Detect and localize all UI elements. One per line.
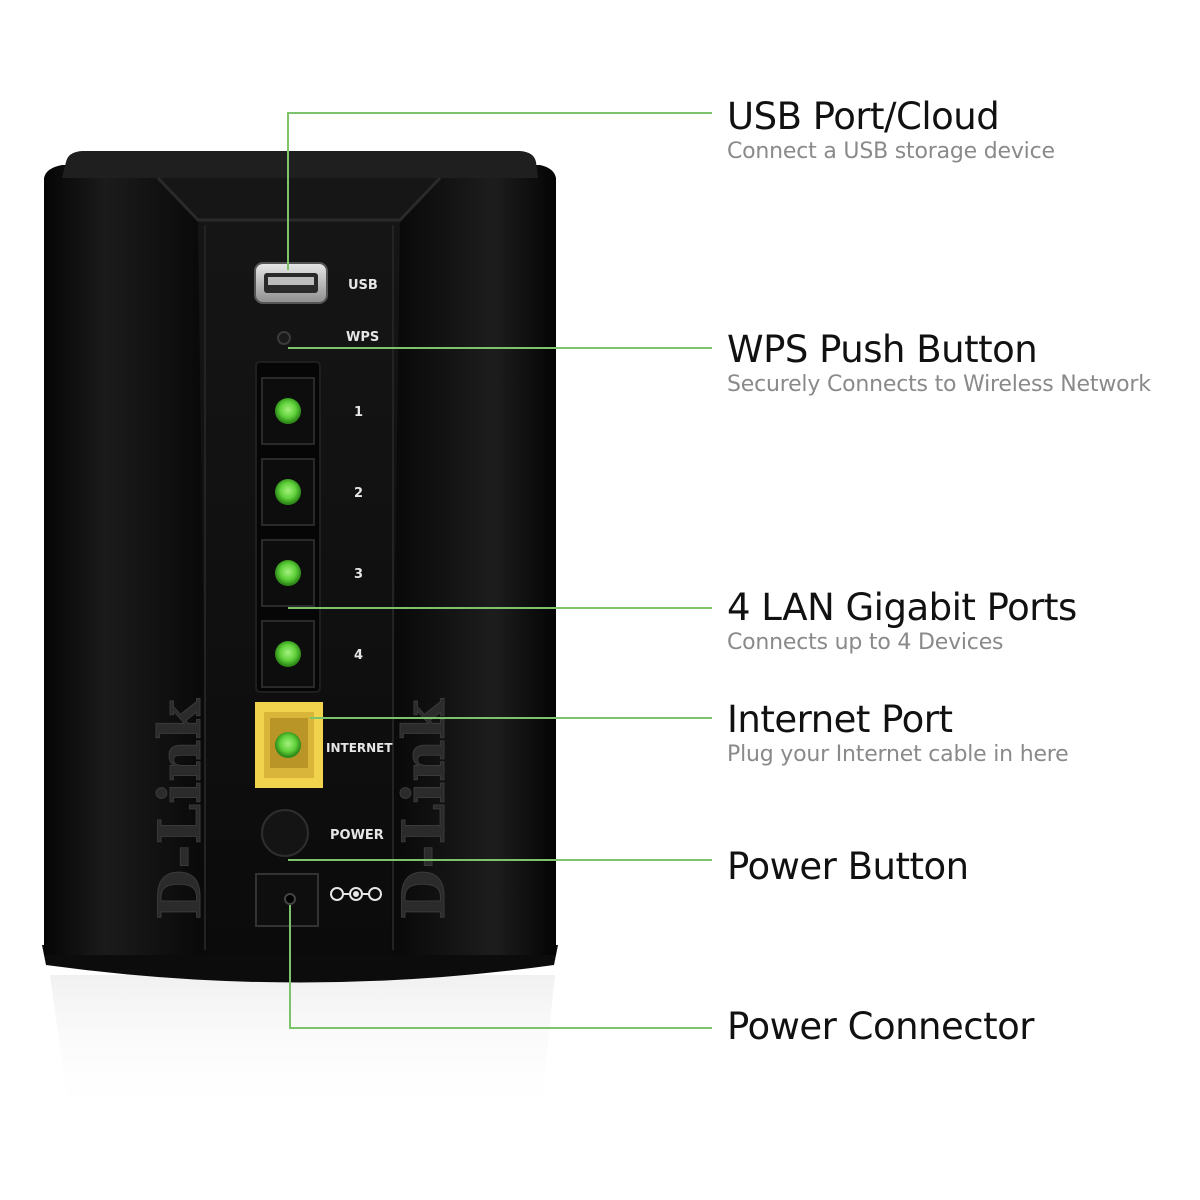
internet-led — [275, 732, 301, 758]
callout-lan-title: 4 LAN Gigabit Ports — [727, 587, 1077, 629]
lan-label-4: 4 — [354, 648, 363, 663]
lan-label-3: 3 — [354, 567, 363, 582]
power-button[interactable] — [262, 810, 308, 856]
lan-port-4[interactable] — [262, 621, 314, 687]
callout-usb-title: USB Port/Cloud — [727, 96, 1055, 138]
callout-usb-subtitle: Connect a USB storage device — [727, 138, 1055, 166]
usb-label: USB — [348, 278, 378, 293]
usb-port[interactable] — [255, 263, 327, 303]
brand-logo-right: D-Link — [390, 698, 458, 920]
lan-led-3 — [275, 560, 301, 586]
callout-internet-title: Internet Port — [727, 699, 1069, 741]
callout-power-button-title: Power Button — [727, 846, 969, 888]
callout-internet: Internet Port Plug your Internet cable i… — [727, 699, 1069, 769]
callout-wps-title: WPS Push Button — [727, 329, 1151, 371]
router-reflection — [50, 975, 555, 1120]
power-connector[interactable] — [256, 874, 318, 926]
callout-wps: WPS Push Button Securely Connects to Wir… — [727, 329, 1151, 399]
internet-label: INTERNET — [326, 741, 393, 755]
lan-led-1 — [275, 398, 301, 424]
lan-label-1: 1 — [354, 405, 363, 420]
wps-button[interactable] — [278, 332, 290, 344]
lan-port-2[interactable] — [262, 459, 314, 525]
callout-usb: USB Port/Cloud Connect a USB storage dev… — [727, 96, 1055, 166]
callout-lan: 4 LAN Gigabit Ports Connects up to 4 Dev… — [727, 587, 1077, 657]
callout-wps-subtitle: Securely Connects to Wireless Network — [727, 371, 1151, 399]
callout-internet-subtitle: Plug your Internet cable in here — [727, 741, 1069, 769]
callout-lan-subtitle: Connects up to 4 Devices — [727, 629, 1077, 657]
svg-text:D-Link: D-Link — [390, 698, 458, 920]
power-label: POWER — [330, 828, 384, 843]
lan-led-2 — [275, 479, 301, 505]
lan-port-1[interactable] — [262, 378, 314, 444]
lan-port-3[interactable] — [262, 540, 314, 606]
callout-power-button: Power Button — [727, 846, 969, 888]
lan-label-2: 2 — [354, 486, 363, 501]
callout-power-connector-title: Power Connector — [727, 1006, 1034, 1048]
svg-text:D-Link: D-Link — [146, 698, 214, 920]
callout-power-connector: Power Connector — [727, 1006, 1034, 1048]
router-top-cap — [62, 151, 538, 178]
lan-led-4 — [275, 641, 301, 667]
wps-label: WPS — [346, 330, 379, 345]
brand-logo-left: D-Link — [146, 698, 214, 920]
